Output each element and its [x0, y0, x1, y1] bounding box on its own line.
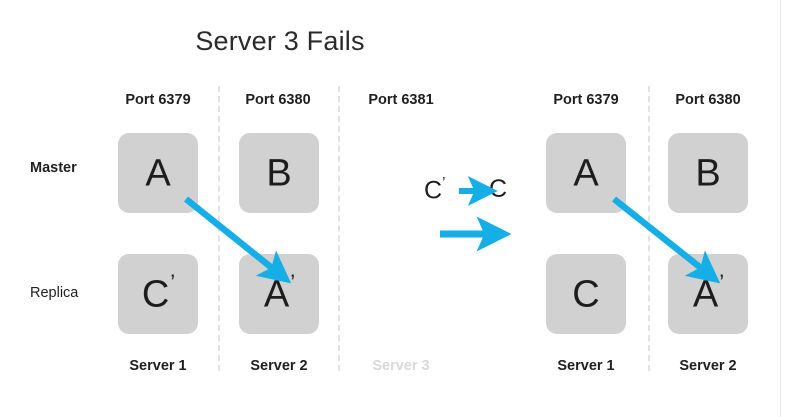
node-right-2-replica[interactable]: A’: [668, 254, 748, 334]
prime-mark: ’: [170, 269, 176, 295]
page-title: Server 3 Fails: [195, 26, 365, 56]
promotion-note-to: C: [489, 175, 508, 203]
node-letter: A: [145, 152, 171, 195]
node-right-1-replica[interactable]: C: [546, 254, 626, 334]
prime-mark: ’: [442, 174, 446, 191]
row-label-replica: Replica: [30, 285, 79, 301]
node-letter: B: [266, 152, 292, 195]
node-letter: C: [572, 273, 600, 316]
column-divider-left-2: [338, 86, 340, 371]
column-divider-left-1: [218, 86, 220, 371]
node-left-1-master[interactable]: A: [118, 133, 198, 213]
port-label-left-2: Port 6380: [245, 92, 311, 108]
node-left-2-replica[interactable]: A’: [239, 254, 319, 334]
node-letter: C’: [141, 269, 176, 316]
node-letter: B: [695, 152, 721, 195]
node-letter: A: [573, 152, 599, 195]
port-label-right-1: Port 6379: [553, 92, 619, 108]
server-label-right-1: Server 1: [557, 358, 615, 374]
port-label-left-3: Port 6381: [368, 92, 434, 108]
prime-mark: ’: [719, 269, 725, 295]
port-label-left-1: Port 6379: [125, 92, 191, 108]
node-letter: A’: [263, 269, 296, 316]
node-right-2-master[interactable]: B: [668, 133, 748, 213]
node-right-1-master[interactable]: A: [546, 133, 626, 213]
promotion-note-from: C’: [424, 174, 446, 205]
server-label-right-2: Server 2: [679, 358, 737, 374]
node-left-1-replica[interactable]: C’: [118, 254, 198, 334]
server-label-left-3: Server 3: [372, 358, 430, 374]
slide-right-edge: [780, 0, 781, 417]
prime-mark: ’: [290, 269, 296, 295]
server-label-left-1: Server 1: [129, 358, 187, 374]
node-left-2-master[interactable]: B: [239, 133, 319, 213]
row-label-master: Master: [30, 160, 77, 176]
column-divider-right-1: [648, 86, 650, 371]
port-label-right-2: Port 6380: [675, 92, 741, 108]
node-letter: A’: [692, 269, 725, 316]
server-label-left-2: Server 2: [250, 358, 308, 374]
